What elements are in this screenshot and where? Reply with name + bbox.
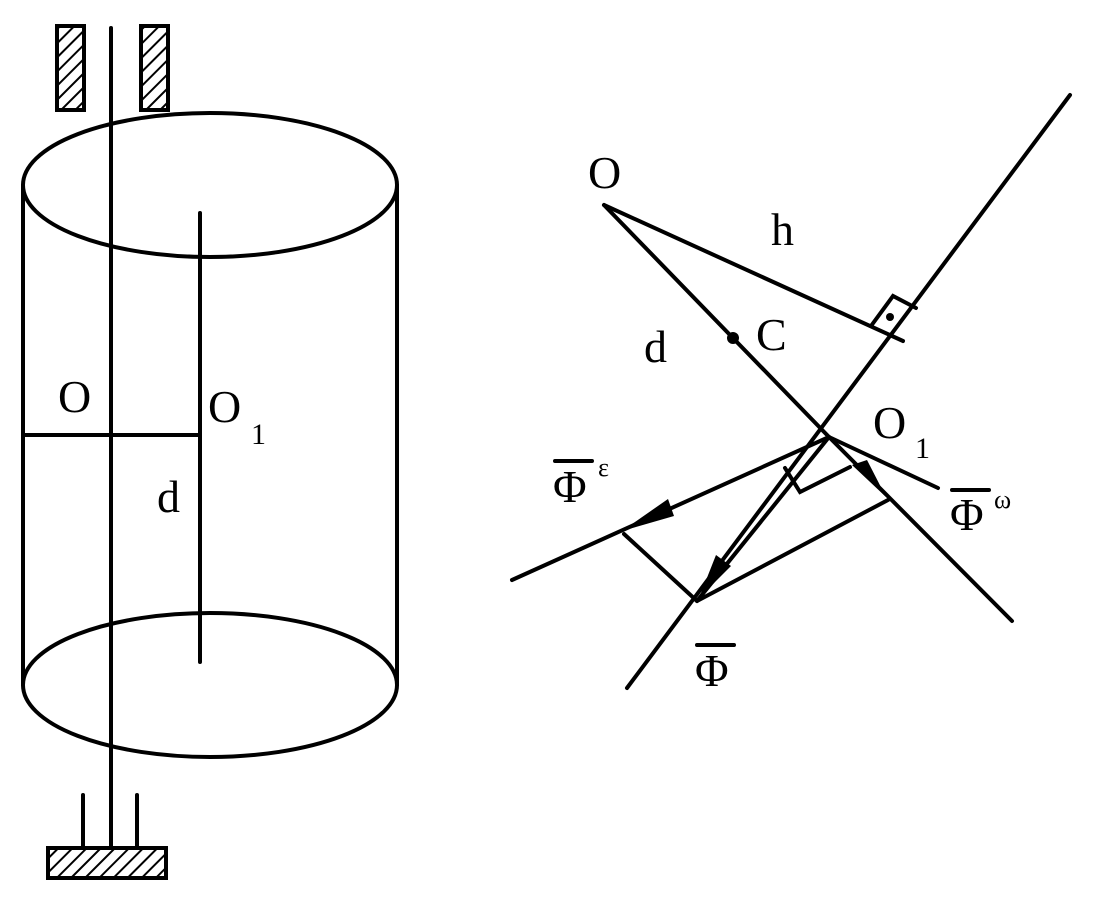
label-phi-epsilon-sup: ε (598, 453, 609, 482)
parallelogram-side-1 (622, 532, 699, 603)
right-label-O1-sub: 1 (915, 432, 930, 465)
right-angle-marker-O1 (783, 465, 852, 495)
perpendicular-h (602, 203, 905, 343)
right-label-h: h (771, 204, 794, 255)
center-of-mass-C (727, 332, 739, 344)
right-label-C: C (756, 309, 787, 360)
force-diagram: O h d C O 1 Φ ε Φ ω Φ (510, 93, 1072, 696)
right-label-O1: O (873, 397, 906, 448)
upper-bearing-right (139, 24, 170, 112)
label-phi-omega: Φ (950, 489, 984, 540)
label-phi-omega-sup: ω (994, 485, 1011, 514)
cylinder-figure: O O 1 d (21, 24, 399, 880)
parallelogram-side-2 (695, 498, 890, 603)
segment-O-O1 (602, 203, 831, 439)
left-label-d: d (157, 471, 180, 522)
label-phi: Φ (695, 645, 729, 696)
phi-resultant-arrowhead (699, 555, 731, 598)
left-label-O: O (58, 371, 91, 422)
right-label-O: O (588, 147, 621, 198)
label-phi-epsilon: Φ (553, 461, 587, 512)
phi-epsilon-arrowhead (622, 499, 674, 531)
line-through-O1 (625, 93, 1072, 690)
right-angle-dot (886, 313, 894, 321)
cylinder-bottom-ellipse (21, 611, 399, 759)
right-angle-marker (869, 293, 918, 328)
lower-bearing-base (46, 846, 168, 880)
cylinder-top-ellipse (21, 111, 399, 259)
left-label-O1-sub: 1 (251, 418, 266, 451)
left-label-O1: O (208, 381, 241, 432)
phi-omega-arrowhead (852, 460, 886, 497)
phi-omega-line (827, 435, 940, 490)
right-label-d: d (644, 321, 667, 372)
upper-bearing-left (55, 24, 86, 112)
